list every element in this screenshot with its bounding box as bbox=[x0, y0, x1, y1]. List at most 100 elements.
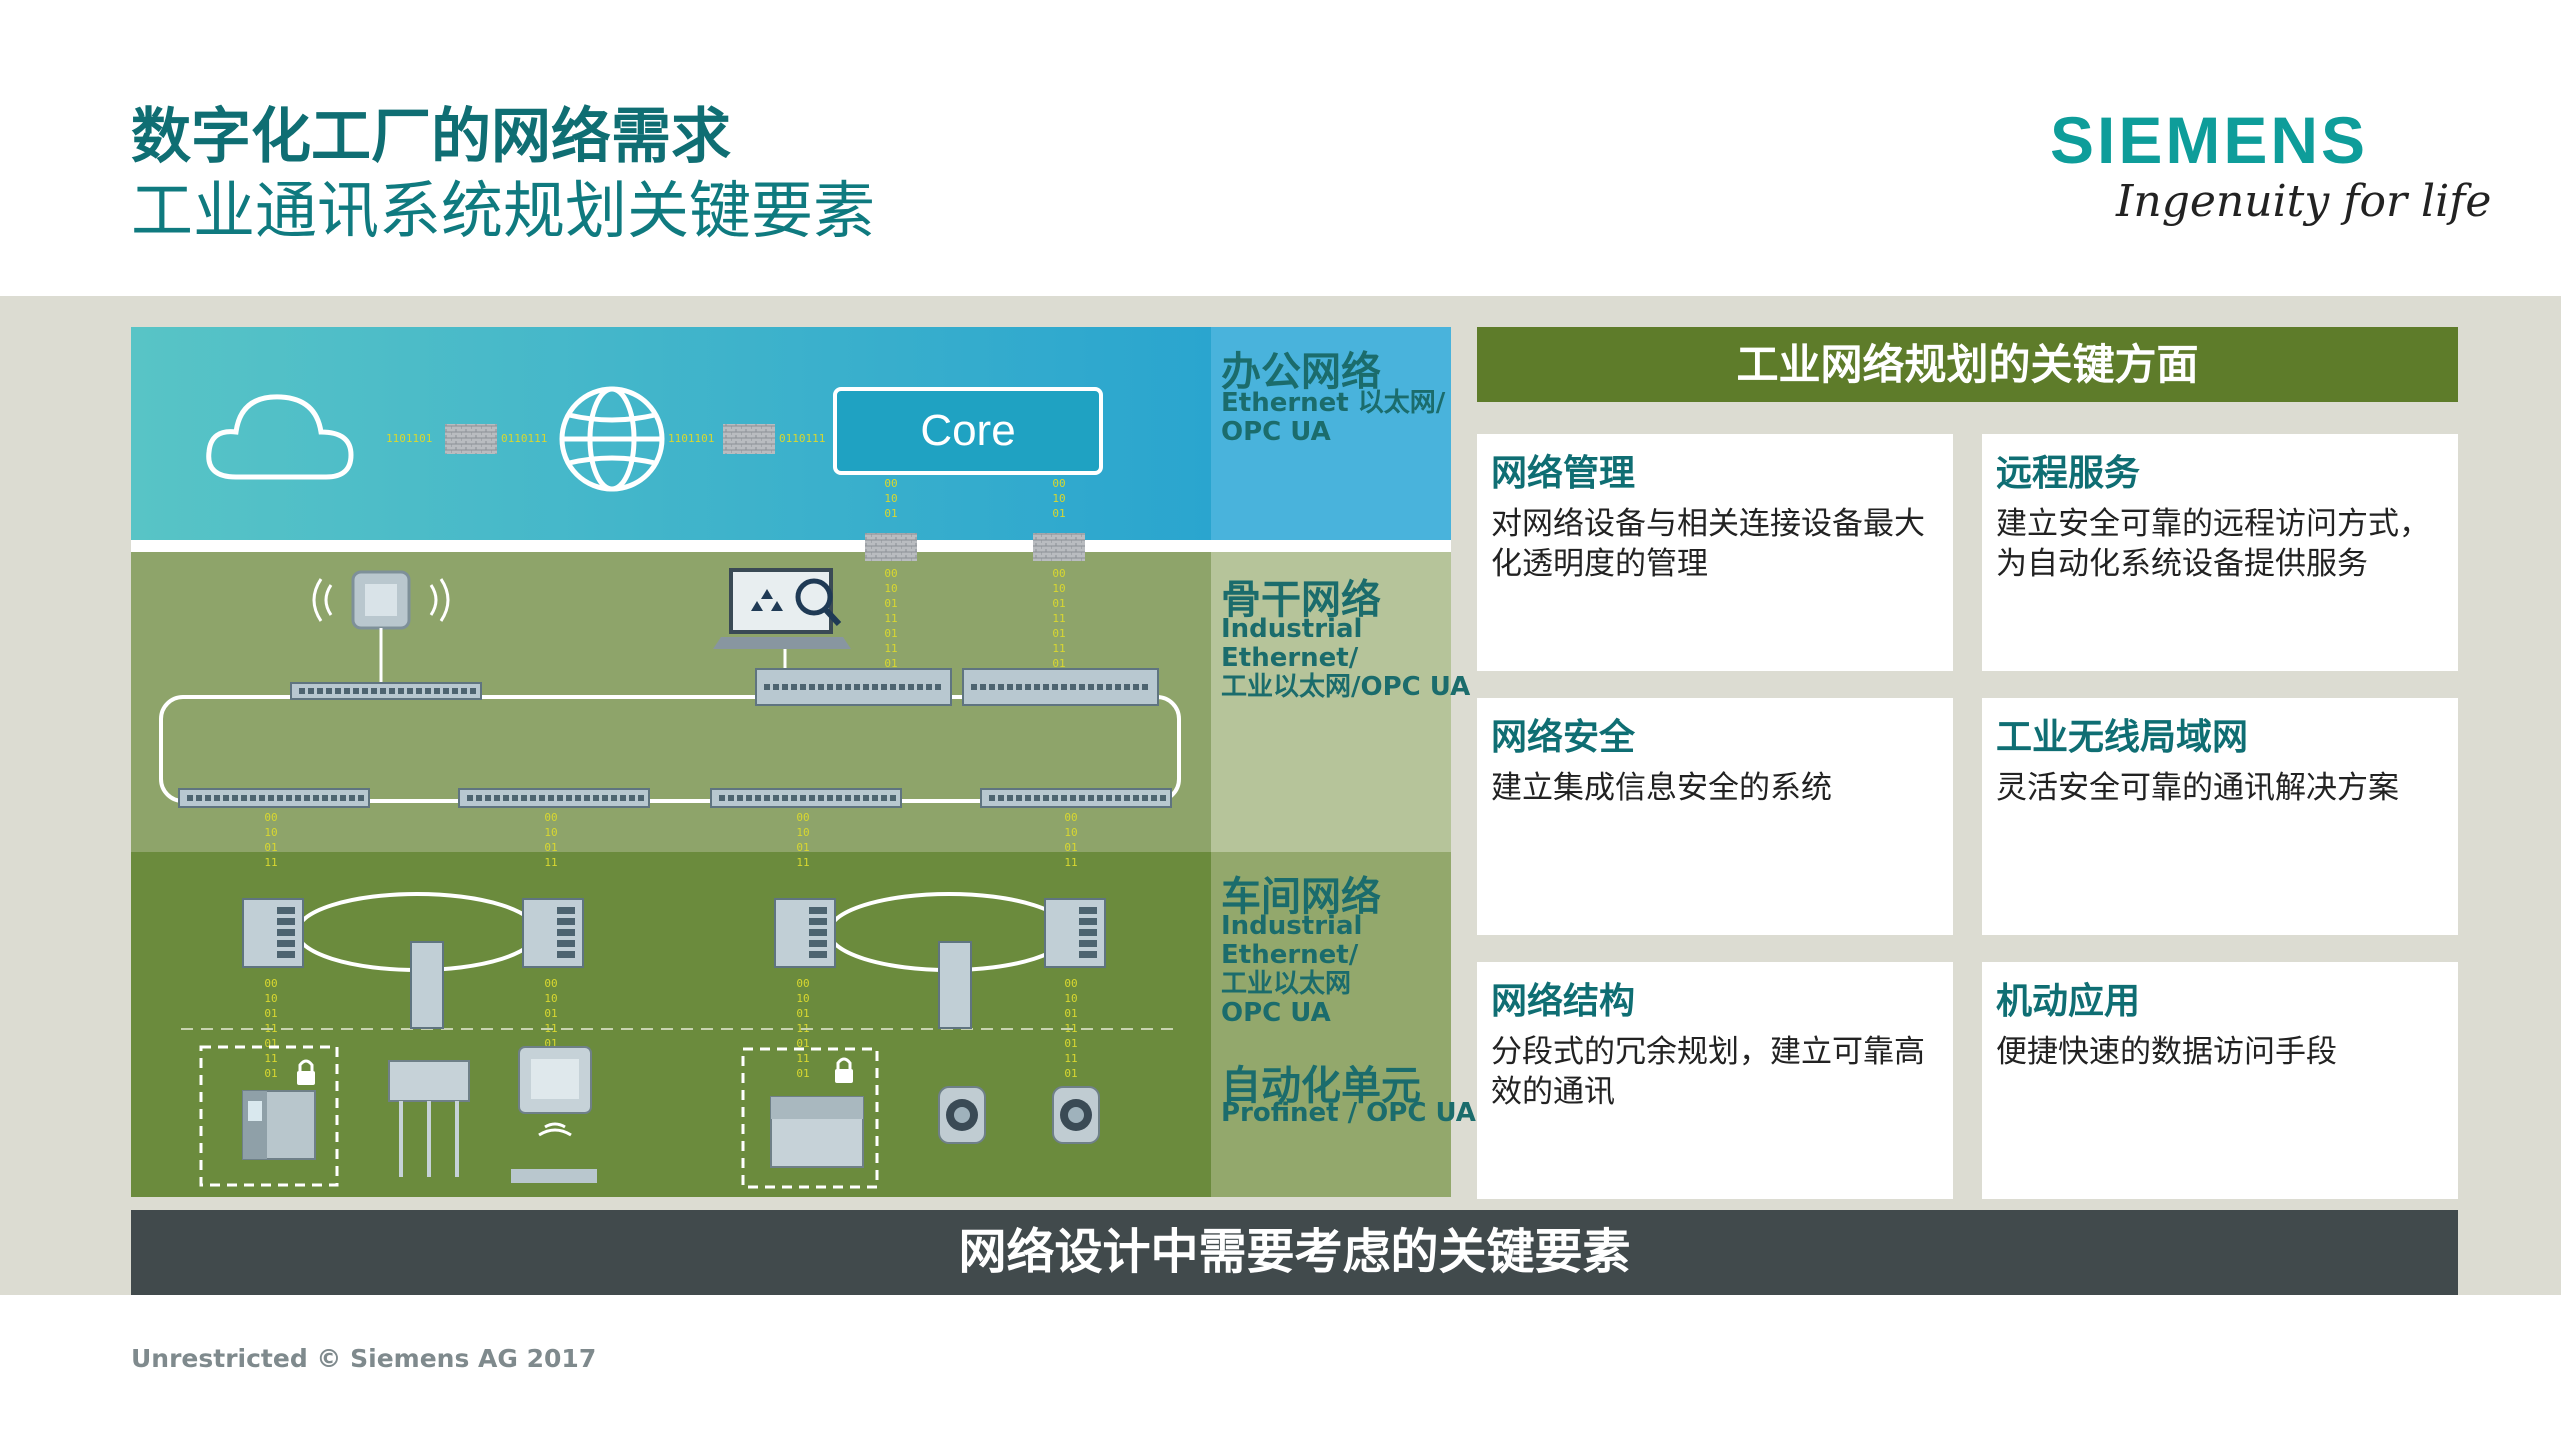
layer-sublabel-shop: Industrial Ethernet/ 工业以太网 OPC UA bbox=[1221, 912, 1362, 1028]
firewall-icon bbox=[723, 424, 775, 454]
network-switch-icon bbox=[962, 668, 1159, 706]
backbone-label-bg bbox=[1211, 552, 1451, 852]
binary-text: 11 bbox=[264, 856, 277, 869]
compact-switch-icon bbox=[938, 941, 972, 1029]
binary-text: 01 bbox=[544, 1007, 557, 1020]
binary-text: 00 bbox=[796, 811, 809, 824]
layer-label-backbone: 骨干网络 bbox=[1221, 577, 1381, 623]
card-mobile-application: 机动应用 便捷快速的数据访问手段 bbox=[1982, 962, 2458, 1199]
brand-tagline: Ingenuity for life bbox=[2116, 176, 2492, 227]
layer-sublabel-office: Ethernet 以太网/ OPC UA bbox=[1221, 389, 1445, 447]
binary-text: 01 bbox=[1064, 1007, 1077, 1020]
network-diagram-svg: Core 1101101 0110111 1101101 0110111 001… bbox=[131, 327, 1451, 1197]
card-network-security: 网络安全 建立集成信息安全的系统 bbox=[1477, 698, 1953, 935]
card-industrial-wlan: 工业无线局域网 灵活安全可靠的通讯解决方案 bbox=[1982, 698, 2458, 935]
binary-text: 1101101 bbox=[668, 432, 714, 445]
layer-sublabel-line: Ethernet/ bbox=[1221, 643, 1359, 673]
binary-text: 00 bbox=[1052, 567, 1065, 580]
binary-text: 11 bbox=[1064, 1052, 1077, 1065]
plc-controller-icon bbox=[242, 1090, 316, 1160]
card-network-management: 网络管理 对网络设备与相关连接设备最大化透明度的管理 bbox=[1477, 434, 1953, 671]
layer-sublabel-line: Ethernet/ bbox=[1221, 940, 1359, 970]
card-remote-service: 远程服务 建立安全可靠的远程访问方式，为自动化系统设备提供服务 bbox=[1982, 434, 2458, 671]
firewall-icon bbox=[445, 424, 497, 454]
binary-text: 00 bbox=[884, 567, 897, 580]
backbone-switches bbox=[178, 668, 1172, 808]
layer-sublabel-line: OPC UA bbox=[1221, 998, 1331, 1028]
binary-text: 10 bbox=[544, 992, 557, 1005]
cloud-icon bbox=[206, 394, 354, 480]
binary-text: 0110111 bbox=[501, 432, 547, 445]
binary-text: 11 bbox=[1064, 856, 1077, 869]
binary-text: 00 bbox=[1064, 977, 1077, 990]
binary-text: 11 bbox=[1052, 612, 1065, 625]
card-body: 建立集成信息安全的系统 bbox=[1491, 770, 1832, 806]
card-body: 建立安全可靠的远程访问方式，为自动化系统设备提供服务 bbox=[1996, 506, 2430, 582]
layer-divider bbox=[131, 540, 1451, 552]
binary-text: 01 bbox=[264, 1007, 277, 1020]
compact-switch-icon bbox=[410, 941, 444, 1029]
shop-devices bbox=[242, 898, 1106, 1029]
shop-label-bg bbox=[1211, 852, 1451, 1197]
page-subtitle: 工业通讯系统规划关键要素 bbox=[131, 174, 876, 247]
panel-title: 工业网络规划的关键方面 bbox=[1477, 327, 2458, 402]
backbone-ring bbox=[159, 695, 1181, 803]
wireless-access-point-icon bbox=[312, 570, 450, 685]
layer-sublabel-line: Industrial bbox=[1221, 911, 1363, 941]
camera-sensor-icon bbox=[938, 1086, 986, 1144]
card-body: 分段式的冗余规划，建立可靠高效的通讯 bbox=[1491, 1034, 1925, 1110]
binary-text: 01 bbox=[1052, 657, 1065, 670]
card-title: 网络结构 bbox=[1491, 981, 1636, 1022]
binary-text: 11 bbox=[796, 856, 809, 869]
network-switch-icon bbox=[980, 788, 1172, 808]
layer-sublabel-line: 工业以太网/OPC UA bbox=[1221, 672, 1471, 702]
binary-text: 10 bbox=[1064, 992, 1077, 1005]
network-switch-icon bbox=[178, 788, 370, 808]
card-network-structure: 网络结构 分段式的冗余规划，建立可靠高效的通讯 bbox=[1477, 962, 1953, 1199]
binary-text: 10 bbox=[1052, 492, 1065, 505]
network-switch-icon bbox=[458, 788, 650, 808]
binary-text: 00 bbox=[264, 977, 277, 990]
layer-sublabel-line: Profinet / OPC UA bbox=[1221, 1098, 1476, 1128]
laptop-diagnostics-icon bbox=[713, 568, 851, 672]
io-module-icon bbox=[388, 1060, 470, 1177]
layer-sublabel-backbone: Industrial Ethernet/ 工业以太网/OPC UA bbox=[1221, 615, 1470, 702]
binary-text: 10 bbox=[884, 492, 897, 505]
layer-sublabel-line: 工业以太网 bbox=[1221, 969, 1352, 999]
core-uplinks bbox=[865, 533, 1085, 561]
binary-text: 01 bbox=[1064, 1037, 1077, 1050]
layer-label-cell: 自动化单元 bbox=[1221, 1063, 1421, 1109]
binary-text: 00 bbox=[796, 977, 809, 990]
binary-text: 10 bbox=[264, 826, 277, 839]
network-switch-icon bbox=[710, 788, 902, 808]
binary-text: 00 bbox=[1064, 811, 1077, 824]
binary-text: 01 bbox=[884, 597, 897, 610]
automation-cell-left bbox=[199, 1045, 339, 1187]
binary-text: 11 bbox=[264, 1052, 277, 1065]
firewall-icon bbox=[865, 533, 917, 561]
card-title: 网络安全 bbox=[1491, 717, 1636, 758]
core-label: Core bbox=[920, 406, 1015, 455]
card-title: 网络管理 bbox=[1491, 453, 1636, 494]
binary-text: 01 bbox=[884, 507, 897, 520]
siemens-logo: SIEMENS bbox=[2050, 103, 2369, 177]
binary-text: 11 bbox=[884, 642, 897, 655]
binary-text: 10 bbox=[1064, 826, 1077, 839]
binary-text: 11 bbox=[796, 1052, 809, 1065]
layer-sublabel-cell: Profinet / OPC UA bbox=[1221, 1099, 1476, 1128]
network-switch-icon bbox=[755, 668, 952, 706]
binary-text: 10 bbox=[884, 582, 897, 595]
card-body: 对网络设备与相关连接设备最大化透明度的管理 bbox=[1491, 506, 1925, 582]
camera-sensor-icon bbox=[1052, 1086, 1100, 1144]
layer-label-shop: 车间网络 bbox=[1221, 874, 1381, 920]
globe-icon bbox=[559, 386, 665, 492]
binary-text: 01 bbox=[884, 657, 897, 670]
binary-text: 01 bbox=[796, 841, 809, 854]
binary-text: 01 bbox=[1064, 1067, 1077, 1080]
card-body: 便捷快速的数据访问手段 bbox=[1996, 1034, 2337, 1070]
binary-text: 01 bbox=[1064, 841, 1077, 854]
binary-text: 11 bbox=[884, 612, 897, 625]
binary-text: 1101101 bbox=[386, 432, 432, 445]
binary-text: 01 bbox=[1052, 627, 1065, 640]
binary-text: 00 bbox=[884, 477, 897, 490]
